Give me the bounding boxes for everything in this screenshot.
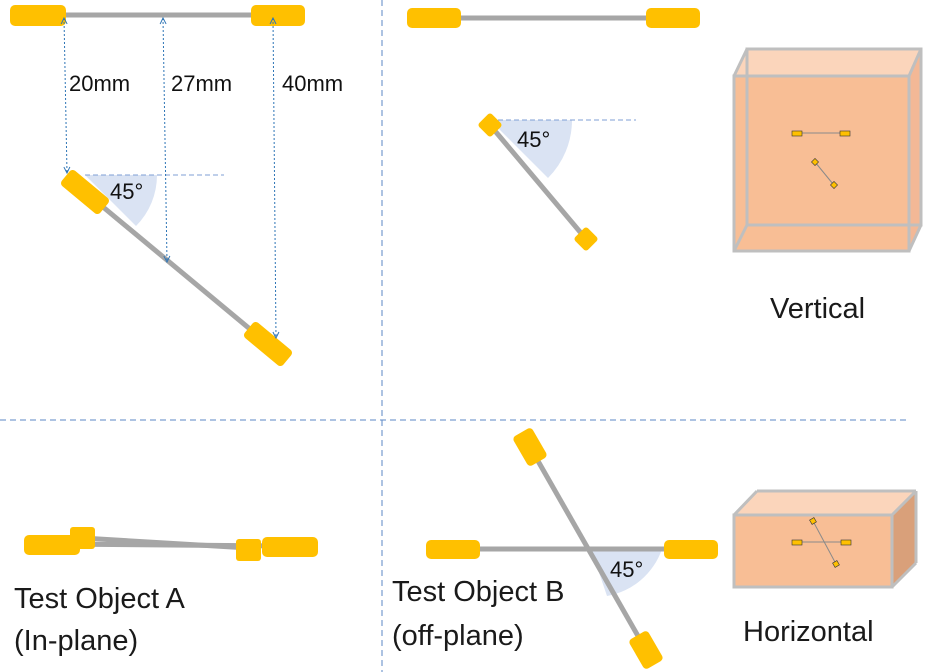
orientation-label-vertical: Vertical xyxy=(770,293,866,325)
marker xyxy=(244,321,292,367)
test-object-b-type: (off-plane) xyxy=(392,620,524,652)
phantom-side-face xyxy=(892,491,916,587)
diagonal-rod xyxy=(488,123,588,241)
orientation-label-horizontal: Horizontal xyxy=(743,616,874,648)
marker xyxy=(24,535,80,555)
marker xyxy=(791,130,803,137)
rod xyxy=(81,535,250,551)
marker xyxy=(574,227,598,251)
marker xyxy=(809,517,817,525)
marker xyxy=(839,130,851,137)
test-object-a-type: (In-plane) xyxy=(14,625,139,657)
panel-top-left xyxy=(10,5,305,367)
marker xyxy=(811,158,819,166)
marker xyxy=(629,631,663,669)
marker xyxy=(664,540,718,559)
panel-top-right xyxy=(407,8,923,253)
marker xyxy=(236,539,261,561)
marker xyxy=(478,113,502,137)
angle-label: 45° xyxy=(517,127,551,152)
marker xyxy=(407,8,461,28)
phantom-front-face xyxy=(734,76,909,251)
angle-wedge xyxy=(490,120,572,178)
phantom-box-vertical xyxy=(732,47,923,253)
dimension-label-20mm: 20mm xyxy=(69,71,131,96)
marker xyxy=(832,560,840,568)
dimension-arrow-27mm xyxy=(163,18,167,262)
marker xyxy=(10,5,66,26)
phantom-top-face xyxy=(734,491,916,515)
diagonal-rod xyxy=(83,190,270,346)
marker xyxy=(61,169,109,215)
phantom-side-face xyxy=(909,49,921,251)
marker xyxy=(251,5,305,26)
panel-bottom-right xyxy=(426,428,918,669)
panel-bottom-left xyxy=(24,527,318,561)
marker xyxy=(70,527,95,549)
dimension-arrow-40mm xyxy=(273,18,276,338)
test-object-b-name: Test Object B xyxy=(392,576,565,608)
dimension-label-27mm: 27mm xyxy=(171,71,233,96)
test-object-a-name: Test Object A xyxy=(14,583,185,615)
angle-label: 45° xyxy=(110,179,144,204)
diagonal-rod xyxy=(527,445,649,652)
angle-label: 45° xyxy=(610,557,644,582)
dimension-arrow-20mm xyxy=(64,18,67,173)
marker xyxy=(262,537,318,557)
marker xyxy=(840,539,852,546)
phantom-box-horizontal xyxy=(732,489,918,589)
marker xyxy=(791,539,803,546)
marker xyxy=(646,8,700,28)
phantom-front-face xyxy=(734,515,892,587)
dimension-label-40mm: 40mm xyxy=(282,71,344,96)
marker xyxy=(513,428,547,466)
phantom-top-face xyxy=(734,49,921,76)
angle-wedge xyxy=(85,175,158,226)
marker xyxy=(830,181,838,189)
marker xyxy=(426,540,480,559)
